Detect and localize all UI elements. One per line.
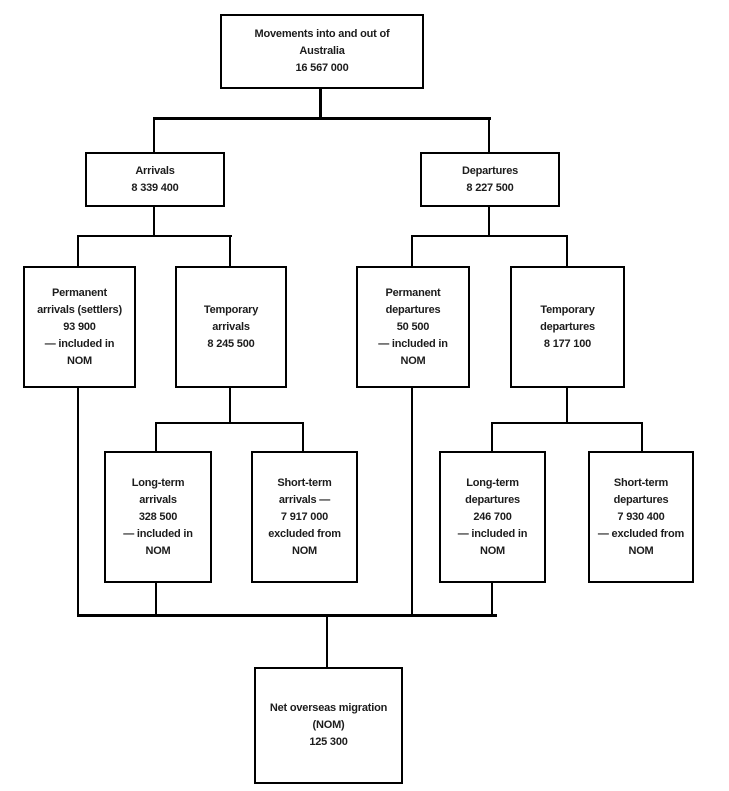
node-note-line: NOM <box>628 544 654 557</box>
connector-temporary-departures-drop <box>566 235 568 266</box>
node-movements-total: Movements into and out of Australia 16 5… <box>220 14 424 89</box>
node-value: 8 245 500 <box>207 337 255 350</box>
node-value: 7 917 000 <box>280 510 329 523</box>
node-label-line: Movements into and out of <box>254 28 390 40</box>
node-value: 8 227 500 <box>466 181 514 194</box>
node-long-term-arrivals: Long-term arrivals 328 500 — included in… <box>104 451 212 583</box>
connector-arrivals-split-bar <box>77 235 232 237</box>
connector-long-term-arrivals-drop <box>155 422 157 452</box>
connector-departures-stem <box>488 206 490 237</box>
node-note-line: NOM <box>400 354 426 367</box>
node-permanent-departures: Permanent departures 50 500 — included i… <box>356 266 470 388</box>
node-label-line: Temporary <box>540 303 595 316</box>
node-value: 125 300 <box>309 736 348 748</box>
node-note-line: NOM <box>291 544 318 557</box>
connector-long-term-departures-to-nom <box>491 582 493 617</box>
node-label-line: Short-term <box>277 476 332 489</box>
connector-short-term-arrivals-drop <box>302 422 304 452</box>
node-value: 50 500 <box>396 320 430 333</box>
connector-nom-stem <box>326 614 328 667</box>
connector-root-stem <box>319 89 322 119</box>
node-temporary-arrivals: Temporary arrivals 8 245 500 <box>175 266 287 388</box>
connector-nom-collector-bar <box>77 614 497 617</box>
node-label-line: Permanent <box>385 286 441 299</box>
connector-temporary-departures-stem <box>566 387 568 424</box>
node-value: 8 339 400 <box>131 181 179 194</box>
node-label-line: departures <box>385 303 441 316</box>
node-label-line: Arrivals <box>135 164 175 177</box>
node-departures: Departures 8 227 500 <box>420 152 560 207</box>
node-note-line: — included in <box>44 337 115 350</box>
connector-tier1-bar <box>153 117 491 120</box>
node-value: 246 700 <box>473 510 512 523</box>
connector-permanent-departures-to-nom <box>411 387 413 617</box>
node-label-line: Temporary <box>203 303 259 316</box>
node-label-line: departures <box>465 493 520 506</box>
connector-long-term-arrivals-to-nom <box>155 582 157 617</box>
connector-temporary-arrivals-drop <box>229 235 231 266</box>
node-label-line: Long-term <box>131 476 185 489</box>
connector-arrivals-stem <box>153 206 155 237</box>
node-value: 7 930 400 <box>617 510 665 523</box>
connector-arrivals-drop <box>153 117 155 153</box>
node-label-line: departures <box>613 493 669 506</box>
node-short-term-departures: Short-term departures 7 930 400 — exclud… <box>588 451 694 583</box>
node-label-line: Net overseas migration <box>269 702 388 714</box>
node-label-line: arrivals (settlers) <box>37 303 122 316</box>
node-label-line: Permanent <box>51 286 108 299</box>
node-long-term-departures: Long-term departures 246 700 — included … <box>439 451 546 583</box>
node-value: 16 567 000 <box>295 62 349 74</box>
node-note-line: — included in <box>457 527 528 540</box>
node-short-term-arrivals: Short-term arrivals — 7 917 000 excluded… <box>251 451 358 583</box>
node-note-line: NOM <box>145 544 171 557</box>
node-value: 328 500 <box>138 510 178 523</box>
node-label-line: departures <box>540 320 595 333</box>
connector-permanent-departures-drop <box>411 235 413 266</box>
node-label-line: Short-term <box>613 476 669 489</box>
node-note-line: — included in <box>123 527 193 540</box>
node-note-line: NOM <box>479 544 506 557</box>
connector-permanent-arrivals-drop <box>77 235 79 266</box>
node-net-overseas-migration: Net overseas migration (NOM) 125 300 <box>254 667 403 784</box>
node-note-line: — excluded from <box>597 527 685 540</box>
node-note-line: — included in <box>378 337 448 350</box>
node-label-line: (NOM) <box>312 719 345 731</box>
node-label-line: Long-term <box>466 476 519 489</box>
node-note-line: excluded from <box>268 527 341 540</box>
connector-departures-split-bar <box>411 235 568 237</box>
node-note-line: NOM <box>66 354 93 367</box>
node-label-line: arrivals <box>212 320 250 333</box>
node-label-line: arrivals <box>139 493 177 506</box>
node-value: 93 900 <box>63 320 96 333</box>
node-label-line: arrivals — <box>278 493 331 506</box>
node-label-line: Australia <box>299 45 345 57</box>
node-label-line: Departures <box>461 164 519 177</box>
node-value: 8 177 100 <box>543 337 592 350</box>
node-permanent-arrivals: Permanent arrivals (settlers) 93 900 — i… <box>23 266 136 388</box>
connector-temp-departures-split-bar <box>491 422 643 424</box>
node-arrivals: Arrivals 8 339 400 <box>85 152 225 207</box>
connector-departures-drop <box>488 117 490 153</box>
connector-temp-arrivals-split-bar <box>155 422 304 424</box>
connector-permanent-arrivals-to-nom <box>77 387 79 617</box>
connector-long-term-departures-drop <box>491 422 493 452</box>
connector-temporary-arrivals-stem <box>229 387 231 424</box>
connector-short-term-departures-drop <box>641 422 643 452</box>
node-temporary-departures: Temporary departures 8 177 100 <box>510 266 625 388</box>
